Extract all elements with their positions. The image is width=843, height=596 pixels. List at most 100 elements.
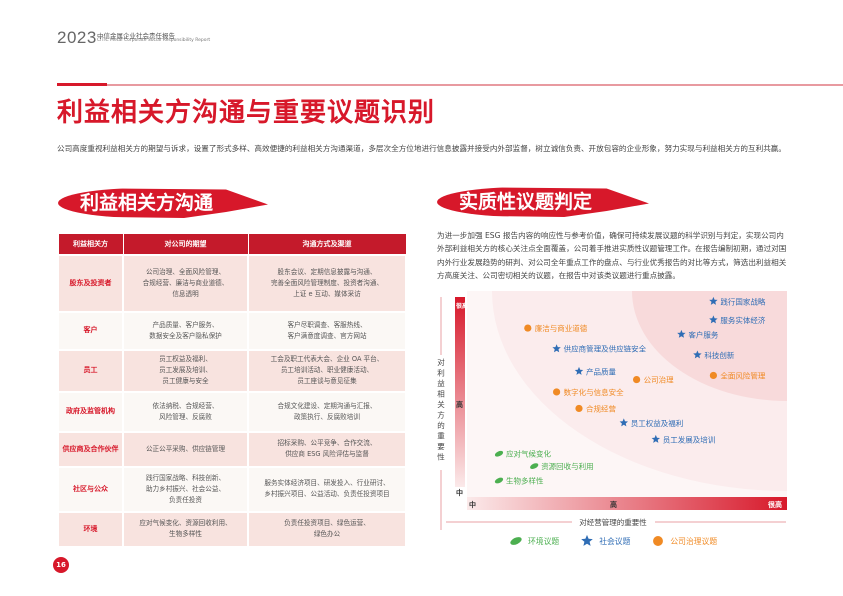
matrix-point-label: 践行国家战略 [720, 296, 765, 306]
matrix-point: 廉洁与商业道德 [524, 323, 588, 333]
channels-cell: 股东会议、定期信息披露与沟通、 完善全面风险管理制度、投资者沟通、 上证 e 互… [247, 253, 407, 313]
y-tick-label: 高 [456, 400, 463, 409]
x-tick-label: 高 [610, 500, 617, 509]
matrix-point-label: 员工权益及福利 [631, 418, 684, 428]
social-star-icon [677, 329, 686, 338]
chart-legend: 环境议题 社会议题 公司治理议题 [510, 535, 717, 547]
governance-dot-icon [709, 371, 717, 380]
matrix-point-label: 数字化与信息安全 [564, 387, 624, 397]
section-heading-stakeholder-communication: 利益相关方沟通 [58, 188, 268, 218]
page-title: 利益相关方沟通与重要议题识别 [57, 98, 436, 128]
stakeholder-cell: 客户 [57, 310, 124, 351]
social-star-icon [709, 315, 718, 324]
channels-cell: 客户尽职调查、客服热线、 客户满意度调查、官方网站 [247, 310, 407, 351]
matrix-point-label: 廉洁与商业道德 [535, 323, 588, 333]
stakeholder-cell: 政府及监管机构 [57, 390, 124, 433]
x-tick-label: 中 [469, 500, 476, 509]
materiality-paragraph: 为进一步加强 ESG 报告内容的响应性与参考价值，确保可持续发展议题的科学识别与… [437, 231, 787, 280]
y-tick-label: 中 [456, 488, 463, 497]
matrix-point: 合规经营 [575, 403, 616, 413]
x-axis-scale-bar [467, 497, 787, 510]
matrix-point-label: 应对气候变化 [506, 449, 551, 459]
col-header: 沟通方式及渠道 [247, 233, 407, 255]
environment-leaf-icon [530, 463, 539, 469]
expectations-cell: 应对气候变化、资源回收利用、 生物多样性 [122, 510, 249, 548]
matrix-background [467, 291, 787, 497]
col-header: 利益相关方 [57, 233, 124, 255]
legend-label: 社会议题 [599, 536, 631, 546]
stakeholder-cell: 环境 [57, 510, 124, 548]
social-star-icon [709, 296, 718, 305]
y-axis-label-char: 重 [437, 432, 445, 441]
legend-item: 社会议题 [581, 535, 630, 547]
matrix-point-label: 服务实体经济 [720, 315, 765, 325]
table-row: 社区与公众践行国家战略、科技创新、 助力乡村振兴、社会公益、 负责任投资服务实体… [57, 465, 407, 513]
y-axis-label-char: 方 [437, 410, 445, 420]
expectations-cell: 公司治理、全面风险管理、 合规经营、廉洁与商业道德、 信息透明 [122, 253, 249, 313]
y-axis-label-char: 对 [437, 357, 445, 367]
page-number: 16 [53, 557, 69, 573]
table-row: 股东及投资者公司治理、全面风险管理、 合规经营、廉洁与商业道德、 信息透明股东会… [57, 253, 407, 313]
matrix-point-label: 供应商管理及供应链安全 [564, 344, 647, 354]
expectations-cell: 践行国家战略、科技创新、 助力乡村振兴、社会公益、 负责任投资 [122, 465, 249, 513]
legend-item: 环境议题 [510, 535, 559, 547]
channels-cell: 合规文化建设、定期沟通与汇报、 政策执行、反腐败培训 [247, 390, 407, 433]
matrix-point: 数字化与信息安全 [553, 387, 624, 397]
social-star-icon [581, 535, 593, 546]
channels-cell: 服务实体经济项目、研发投入、行业研讨、 乡村振兴项目、公益活动、负责任投资项目 [247, 465, 407, 513]
matrix-point: 公司治理 [633, 375, 674, 385]
y-axis-label-char: 相 [437, 389, 445, 399]
table-row: 供应商及合作伙伴公正公平采购、供应链管理招标采购、公平竞争、合作交流、 供应商 … [57, 430, 407, 468]
matrix-point-label: 客户服务 [688, 329, 718, 339]
y-tick-label: 很高 [455, 302, 468, 310]
legend-label: 环境议题 [528, 536, 560, 546]
expectations-cell: 依法纳税、合规经营、 风险管理、反腐败 [122, 390, 249, 433]
matrix-point-label: 生物多样性 [506, 476, 544, 486]
expectations-cell: 产品质量、客户服务、 数据安全及客户隐私保护 [122, 310, 249, 351]
y-axis-label-char: 利 [437, 368, 445, 378]
matrix-point: 应对气候变化 [494, 449, 551, 459]
social-star-icon [574, 366, 584, 375]
col-header: 对公司的期望 [122, 233, 249, 255]
y-axis-label-char: 益 [437, 378, 445, 388]
y-axis-label-char: 的 [437, 420, 445, 430]
social-star-icon [693, 350, 702, 359]
matrix-point: 员工权益及福利 [619, 418, 684, 428]
matrix-point-label: 合规经营 [586, 403, 616, 413]
matrix-point-label: 科技创新 [704, 350, 734, 360]
matrix-point: 服务实体经济 [709, 315, 766, 325]
channels-cell: 负责任投资项目、绿色运营、 绿色办公 [247, 510, 407, 548]
matrix-point: 全面风险管理 [709, 370, 766, 380]
x-tick-label: 很高 [767, 500, 782, 509]
governance-dot-icon [553, 388, 561, 396]
governance-dot-icon [575, 404, 583, 413]
matrix-point-label: 公司治理 [644, 375, 674, 385]
environment-leaf-icon [510, 537, 522, 545]
title-rule [107, 84, 843, 86]
governance-dot-icon [653, 536, 664, 546]
social-star-icon [651, 434, 660, 443]
y-axis-label-char: 关 [437, 399, 445, 409]
environment-leaf-icon [494, 477, 504, 484]
social-star-icon [619, 418, 628, 427]
matrix-point: 供应商管理及供应链安全 [552, 344, 647, 354]
stakeholder-cell: 员工 [57, 348, 124, 393]
intro-paragraph: 公司高度重视利益相关方的期望与诉求，设置了形式多样、高效便捷的利益相关方沟通渠道… [57, 144, 786, 153]
matrix-point-label: 员工发展及培训 [663, 434, 716, 444]
matrix-point: 客户服务 [677, 329, 719, 339]
matrix-point-label: 全面风险管理 [720, 370, 765, 380]
channels-cell: 工会及职工代表大会、企业 OA 平台、 员工培训活动、职业健康活动、 员工座谈与… [247, 348, 407, 393]
stakeholder-cell: 股东及投资者 [57, 253, 124, 313]
matrix-point: 生物多样性 [494, 476, 544, 486]
governance-dot-icon [524, 324, 532, 332]
stakeholder-table: 利益相关方 对公司的期望 沟通方式及渠道 股东及投资者公司治理、全面风险管理、 … [57, 233, 407, 548]
expectations-cell: 公正公平采购、供应链管理 [122, 430, 249, 468]
y-axis-scale-bar [455, 297, 465, 487]
matrix-point: 产品质量 [574, 366, 616, 376]
matrix-point-label: 资源回收与利用 [541, 461, 594, 471]
report-year: 2023 [57, 28, 97, 47]
table-row: 环境应对气候变化、资源回收利用、 生物多样性负责任投资项目、绿色运营、 绿色办公 [57, 510, 407, 548]
legend-item: 公司治理议题 [652, 535, 717, 547]
